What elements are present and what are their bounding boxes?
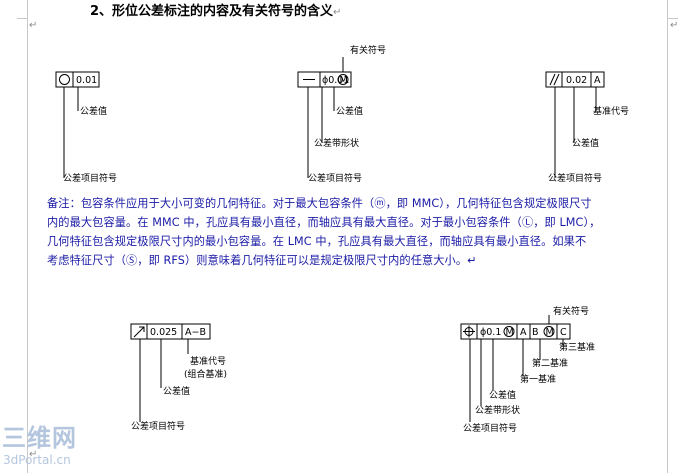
frame5-datum-c: C xyxy=(560,327,567,338)
frame1-tolerance: 0.01 xyxy=(76,75,97,86)
frame2-tolerance: ϕ0.01 xyxy=(322,75,349,86)
frame3-tolerance: 0.02 xyxy=(566,75,587,86)
frame4-value-label: 公差值 xyxy=(163,385,190,397)
paragraph-mark: ↵ xyxy=(29,449,37,460)
frame3-datum: A xyxy=(594,75,601,86)
datum-mmc-modifier-icon xyxy=(543,326,555,337)
mmc-modifier-icon xyxy=(337,74,349,85)
watermark-logo-text: 三维网 xyxy=(2,424,77,452)
frame5-datum-b: B xyxy=(532,327,539,338)
frame4-datum-label: 基准代号 xyxy=(190,355,226,367)
paragraph-mark: ↵ xyxy=(29,20,37,31)
frame5-value-label: 公差值 xyxy=(489,389,516,401)
note-line: 备注：包容条件应用于大小可变的几何特征。对于最大包容条件（ⓜ，即 MMC），几何… xyxy=(47,197,592,210)
corner-mark-left xyxy=(17,18,28,19)
frame4-datum: A−B xyxy=(185,327,206,338)
frame5-third-datum-label: 第三基准 xyxy=(559,341,595,353)
frame5-control-frame xyxy=(460,315,571,422)
frame4-tolerance: 0.025 xyxy=(150,327,177,338)
note-line: 内的最大包容量。在 MMC 中，孔应具有最小直径，而轴应具有最大直径。对于最小包… xyxy=(47,216,601,229)
frame1-control-frame xyxy=(55,71,100,178)
frame5-zone-label: 公差带形状 xyxy=(475,404,520,416)
frame1-value-label: 公差值 xyxy=(80,105,107,117)
frame3-value-label: 公差值 xyxy=(572,137,599,149)
frame5-related-label: 有关符号 xyxy=(553,305,589,317)
frame5-modifier: M xyxy=(506,327,514,338)
frame3-item-label: 公差项目符号 xyxy=(548,172,602,184)
paragraph-mark: ↵ xyxy=(670,20,678,31)
note-paragraph: 备注：包容条件应用于大小可变的几何特征。对于最大包容条件（ⓜ，即 MMC），几何… xyxy=(47,194,647,270)
frame5-first-datum-label: 第一基准 xyxy=(520,373,556,385)
paragraph-mark: ↵ xyxy=(333,7,342,18)
corner-mark-right xyxy=(667,18,678,19)
frame2-zone-label: 公差带形状 xyxy=(314,137,359,149)
frame5-tolerance: ϕ0.1 xyxy=(480,327,501,338)
frame1-item-label: 公差项目符号 xyxy=(63,172,117,184)
heading-text: 2、形位公差标注的内容及有关符号的含义 xyxy=(90,4,334,19)
mmc-modifier-icon xyxy=(503,326,515,337)
section-heading: 2、形位公差标注的内容及有关符号的含义↵ xyxy=(90,0,341,19)
frame3-datum-label: 基准代号 xyxy=(593,105,629,117)
circularity-icon xyxy=(59,74,70,85)
frame3-control-frame xyxy=(545,71,605,178)
frame5-second-datum-label: 第二基准 xyxy=(532,357,568,369)
parallelism-icon xyxy=(549,73,556,86)
frame2-value-label: 公差值 xyxy=(336,105,363,117)
watermark-site-text: 3dPortal.cn xyxy=(3,453,71,467)
note-line: 几何特征包含规定极限尺寸内的最小包容量。在 LMC 中，孔应具有最大直径，而轴应… xyxy=(47,235,587,248)
watermark-logo: 三维网 3dPortal.cn xyxy=(2,424,77,467)
frame4-datum-sublabel: (组合基准) xyxy=(184,368,227,380)
page-margin-left xyxy=(27,0,28,473)
circular-runout-icon xyxy=(133,326,145,338)
frame4-item-label: 公差项目符号 xyxy=(131,420,185,432)
frame2-item-label: 公差项目符号 xyxy=(308,172,362,184)
frame5-datum-modifier: M xyxy=(546,327,554,338)
frame5-item-label: 公差项目符号 xyxy=(463,422,517,434)
frame5-datum-a: A xyxy=(520,327,527,338)
frame2-related-label: 有关符号 xyxy=(350,44,386,56)
page-margin-right xyxy=(667,0,668,473)
frame4-control-frame xyxy=(130,323,211,422)
frame2-control-frame xyxy=(297,57,352,178)
frame2-modifier: M xyxy=(340,75,348,86)
note-line: 考虑特征尺寸（Ⓢ，即 RFS）则意味着几何特征可以是规定极限尺寸内的任意大小。↵ xyxy=(47,254,477,267)
